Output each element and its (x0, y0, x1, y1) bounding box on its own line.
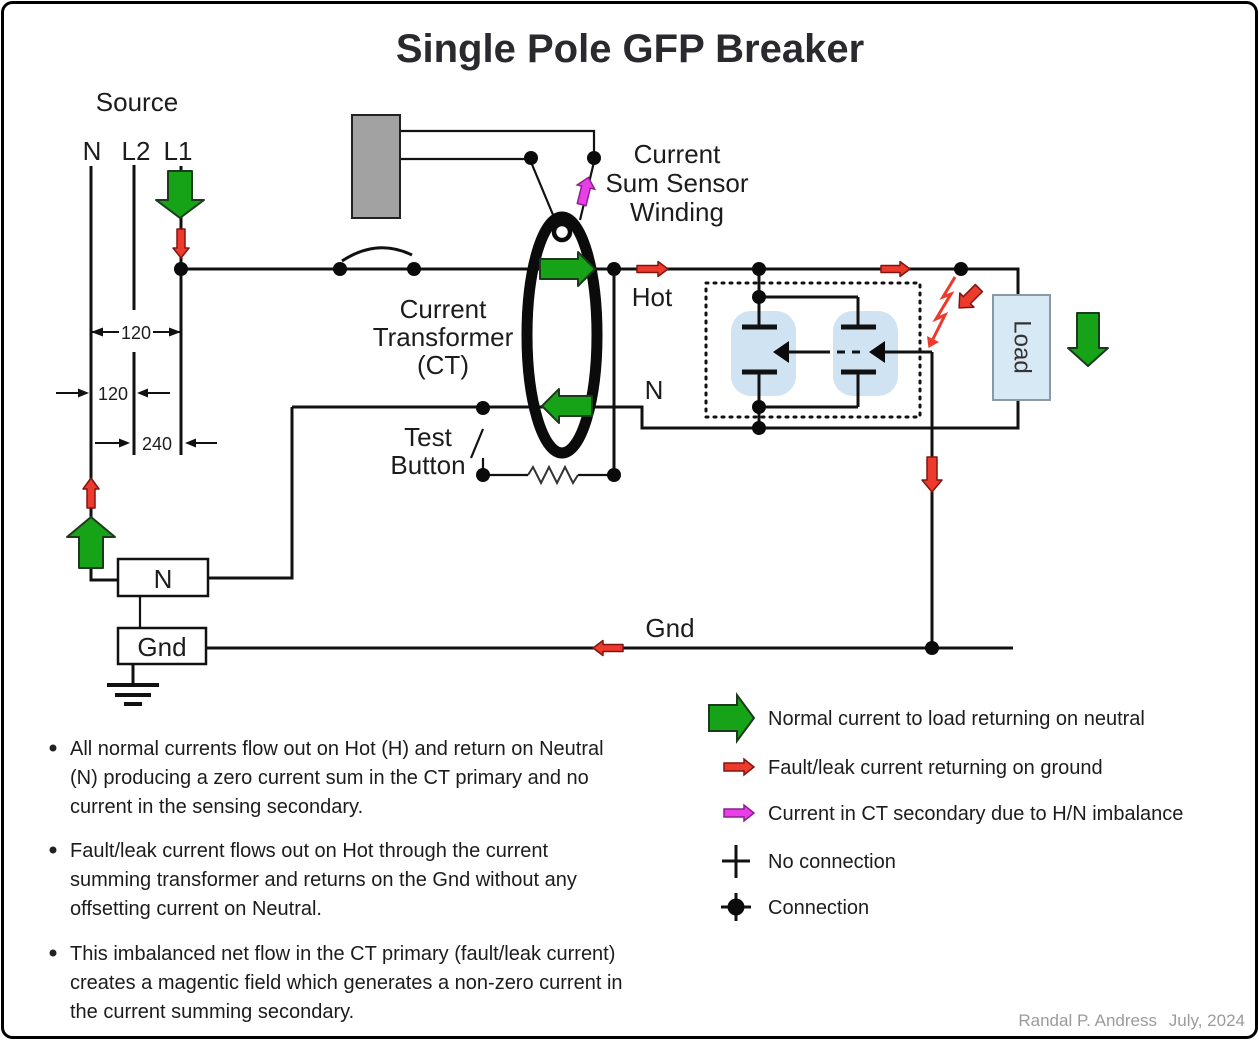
green-arrow-neutral-up-icon (66, 516, 116, 569)
legend: Normal current to load returning on neut… (708, 691, 1183, 921)
note-line: This imbalanced net flow in the CT prima… (70, 943, 615, 965)
fault-current-arrows (82, 228, 984, 657)
load-label: Load (1009, 320, 1036, 373)
red-arrow-neutral-up-icon (82, 477, 100, 509)
neutral-bus-riser (208, 407, 294, 580)
ct-core-oval (521, 211, 603, 459)
bullet-icon (49, 949, 57, 957)
legend-green-arrow-icon (708, 691, 756, 745)
magenta-arrow-ct-secondary-icon (575, 176, 597, 207)
gnd-bus-label: Gnd (137, 632, 186, 662)
red-arrow-fault-down-icon (921, 456, 943, 493)
red-arrow-l1-down-icon (172, 228, 190, 259)
sensor-module-box (351, 114, 401, 219)
bullet-icon (49, 744, 57, 752)
line-l2-label: L2 (122, 136, 151, 166)
page-title: Single Pole GFP Breaker (396, 27, 864, 71)
legend-label-no-connection: No connection (768, 851, 896, 873)
test-label-line1: Test (404, 422, 452, 452)
current-transformer (521, 211, 603, 459)
pole-left-armature (773, 341, 789, 363)
mechanism-dotted-box (704, 281, 922, 419)
credit-author: Randal P. Andress (1018, 1011, 1157, 1030)
earth-ground-icon (107, 683, 159, 706)
sensor-wire-top (400, 129, 596, 158)
fault-lightning-bolt-icon (927, 276, 957, 348)
ct-label-line3: (CT) (417, 350, 469, 380)
neutral-source-wire (89, 166, 118, 582)
load-block: Load (992, 294, 1051, 401)
note-line: summing transformer and returns on the G… (70, 869, 577, 891)
connection-dots (174, 151, 968, 655)
no-connection-icon (722, 845, 750, 878)
test-label-line2: Button (390, 450, 465, 480)
test-resistor (527, 464, 579, 486)
ct-label-line1: Current (400, 294, 487, 324)
n-bus-box (116, 557, 210, 598)
gnd-label: Gnd (645, 613, 694, 643)
green-arrow-l1-down-icon (155, 170, 205, 219)
load-box (992, 294, 1051, 401)
note-line: (N) producing a zero current sum in the … (70, 767, 589, 789)
breaker-switch-blade (341, 246, 413, 263)
note-line: Fault/leak current flows out on Hot thro… (70, 840, 548, 862)
red-arrow-hot2-icon (880, 260, 911, 278)
legend-label-magenta: Current in CT secondary due to H/N imbal… (768, 803, 1183, 825)
ct-secondary-lead-left (529, 161, 558, 223)
note-line: the current summing secondary. (70, 1001, 354, 1023)
voltage-dimensions: 120 120 240 (56, 323, 217, 454)
bullet-icon (49, 846, 57, 854)
ct-label-line2: Transformer (373, 322, 514, 352)
pole-right-armature (869, 341, 885, 363)
pole-right-body (833, 311, 898, 396)
dim-n-l2: 120 (98, 384, 128, 404)
line-n-label: N (83, 136, 102, 166)
note-line: All normal currents flow out on Hot (H) … (70, 738, 604, 760)
legend-label-red: Fault/leak current returning on ground (768, 757, 1103, 779)
sensor-label-line1: Current (634, 139, 721, 169)
hot-wire (181, 267, 1020, 295)
breaker-mechanism (704, 269, 932, 428)
n-bus-label: N (154, 564, 173, 594)
neutral-wire (292, 398, 1020, 430)
green-arrow-load-down-icon (1067, 312, 1109, 367)
pole-left-body (731, 311, 796, 396)
red-arrow-hot1-icon (636, 260, 669, 278)
hot-label: Hot (632, 282, 673, 312)
normal-current-arrows (66, 170, 1109, 569)
neutral-bus: N (116, 557, 210, 598)
notes-list: All normal currents flow out on Hot (H) … (49, 738, 623, 1023)
ct-winding-loop (551, 221, 573, 243)
note-line: current in the sensing secondary. (70, 796, 363, 818)
credit-date: July, 2024 (1169, 1011, 1245, 1030)
source-label: Source (96, 87, 178, 117)
dim-n-l1: 120 (121, 323, 151, 343)
red-arrow-fault-strike-icon (958, 283, 984, 309)
ground-bus: Gnd (116, 626, 208, 666)
note-line: creates a magentic field which generates… (70, 972, 623, 994)
green-arrow-ct-neutral-icon (541, 388, 593, 424)
legend-label-connection: Connection (768, 897, 869, 919)
legend-label-green: Normal current to load returning on neut… (768, 708, 1145, 730)
sensor-label-line2: Sum Sensor (605, 168, 748, 198)
sensor-label-line3: Winding (630, 197, 724, 227)
connection-icon (721, 893, 751, 921)
red-arrow-gnd-left-icon (592, 639, 624, 657)
legend-red-arrow-icon (723, 757, 756, 777)
gnd-bus-box (116, 626, 208, 666)
green-arrow-ct-hot-icon (539, 251, 596, 287)
line-l1-label: L1 (164, 136, 193, 166)
note-line: offsetting current on Neutral. (70, 898, 322, 920)
dim-l2-l1: 240 (142, 434, 172, 454)
legend-magenta-arrow-icon (723, 803, 756, 823)
neutral-label: N (645, 375, 664, 405)
source-lines: Source N L2 L1 (83, 87, 193, 582)
